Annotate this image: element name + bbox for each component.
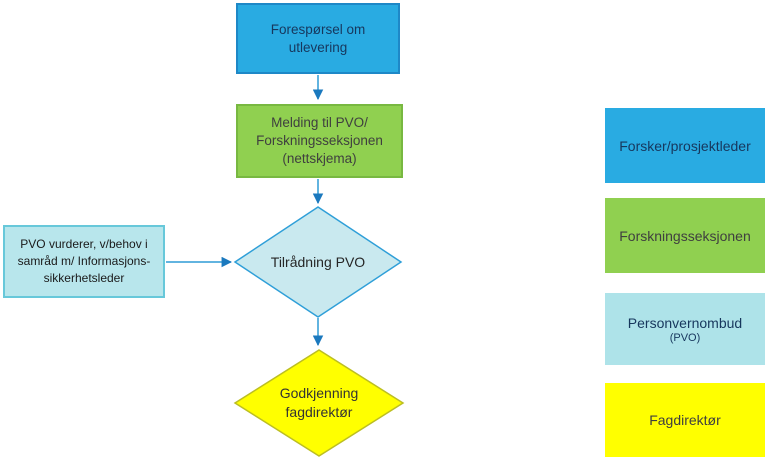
legend-item-researcher: Forsker/prosjektleder bbox=[605, 108, 765, 183]
recommendation-diamond-label: Tilrådning PVO bbox=[270, 254, 366, 270]
node-notification-box: Melding til PVO/ Forskningsseksjonen (ne… bbox=[236, 104, 403, 178]
node-notification-line: Melding til PVO/ bbox=[271, 115, 368, 130]
legend-item-director: Fagdirektør bbox=[605, 383, 765, 457]
node-advisory-box: PVO vurderer, v/behov i samråd m/ Inform… bbox=[3, 225, 165, 298]
node-advisory-line: sikkerhetsleder bbox=[43, 271, 125, 285]
node-notification-line: Forskningsseksjonen bbox=[256, 133, 383, 148]
node-request-box: Forespørsel om utlevering bbox=[236, 3, 400, 74]
approval-diamond-label: Godkjenning fagdirektør bbox=[259, 384, 379, 422]
legend-item-sublabel: (PVO) bbox=[669, 331, 701, 344]
legend-item-label: Forsker/prosjektleder bbox=[619, 137, 751, 154]
legend-item-research-section: Forskningsseksjonen bbox=[605, 198, 765, 273]
legend-item-label: Forskningsseksjonen bbox=[619, 227, 751, 244]
approval-diamond-shape bbox=[233, 349, 405, 457]
node-notification-line: (nettskjema) bbox=[282, 151, 357, 166]
legend-item-pvo: Personvernombud (PVO) bbox=[605, 293, 765, 365]
node-advisory-line: samråd m/ Informasjons- bbox=[17, 254, 151, 268]
approval-diamond-line: fagdirektør bbox=[285, 404, 353, 420]
legend-item-label: Personvernombud bbox=[627, 314, 743, 331]
node-request-line: utlevering bbox=[288, 39, 348, 55]
node-request-line: Forespørsel om bbox=[270, 21, 366, 37]
recommendation-diamond-shape bbox=[233, 206, 403, 318]
node-advisory-line: PVO vurderer, v/behov i bbox=[20, 237, 148, 251]
legend-item-label: Fagdirektør bbox=[649, 412, 721, 428]
approval-diamond-line: Godkjenning bbox=[279, 385, 359, 401]
